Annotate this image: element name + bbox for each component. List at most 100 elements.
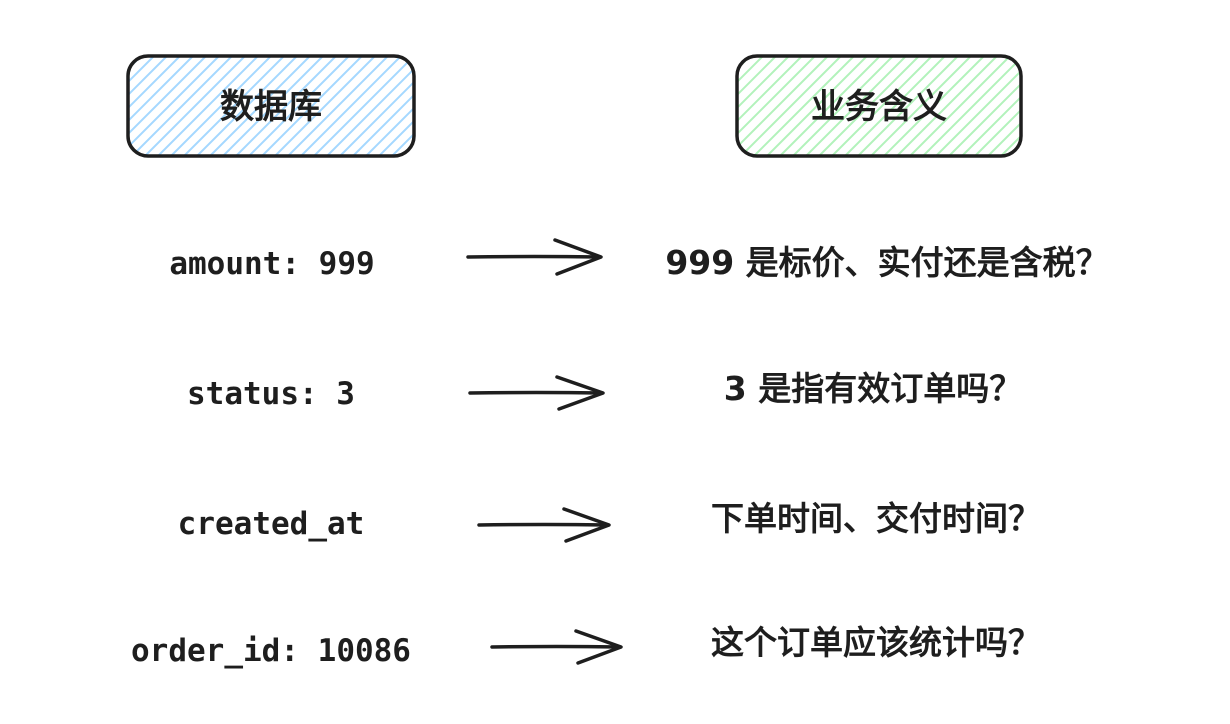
hatch-line: [974, 56, 1021, 156]
hatch-line: [779, 56, 881, 156]
hatch-line: [457, 56, 557, 156]
business-meaning-header-box: 业务含义: [735, 54, 1218, 158]
mapping-row: amount: 999 999 是标价、实付还是含税？: [169, 238, 1109, 282]
hatch-line: [883, 56, 985, 156]
mapping-row: created_at 下单时间、交付时间？: [178, 499, 1041, 543]
field-label-order-id: order_id: 10086: [131, 633, 411, 669]
hatch-line: [737, 56, 764, 156]
hatch-line: [418, 56, 518, 156]
hatch-line: [128, 56, 194, 156]
meaning-label-created-at: 下单时间、交付时间？: [711, 499, 1041, 538]
hatch-line: [1079, 56, 1179, 156]
hatch-line: [1092, 56, 1192, 156]
meaning-label-status: 3 是指有效订单吗？: [724, 369, 1022, 408]
hatch-line: [128, 56, 168, 156]
hatch-line: [431, 56, 531, 156]
hatch-line: [365, 56, 414, 156]
hatch-line: [737, 56, 803, 156]
hatch-line: [737, 56, 829, 156]
hatch-line: [870, 56, 972, 156]
hatch-line: [248, 56, 350, 156]
hatch-line: [144, 56, 246, 156]
hatch-line: [391, 56, 414, 156]
hatch-line: [128, 56, 142, 156]
hatch-line: [1000, 56, 1021, 156]
hatch-line: [222, 56, 324, 156]
hatch-line: [792, 56, 894, 156]
meaning-label-amount: 999 是标价、实付还是含税？: [665, 243, 1108, 282]
hatch-line: [128, 56, 207, 156]
arrow-status: [468, 375, 605, 411]
arrow-created-at: [477, 507, 611, 543]
hatch-line: [737, 56, 790, 156]
hatch-line: [737, 56, 738, 156]
hatch-line: [948, 56, 1021, 156]
hatch-line: [483, 56, 583, 156]
hatch-line: [753, 56, 855, 156]
hatch-line: [1105, 56, 1205, 156]
hatch-line: [235, 56, 337, 156]
hatch-line: [831, 56, 933, 156]
hatch-line: [987, 56, 1021, 156]
hatch-line: [404, 56, 414, 156]
hatch-line: [737, 56, 751, 156]
field-label-amount: amount: 999: [169, 246, 374, 282]
arrow-order-id: [490, 629, 623, 665]
hatch-line: [339, 56, 414, 156]
hatch-line: [378, 56, 414, 156]
hatch-line: [274, 56, 376, 156]
mapping-row: order_id: 10086 这个订单应该统计吗？: [131, 623, 1041, 669]
hatch-line: [128, 56, 181, 156]
database-box-outline: [126, 54, 416, 158]
hatch-line: [470, 56, 570, 156]
hatch-line: [909, 56, 1011, 156]
hatch-line: [740, 56, 842, 156]
hatch-line: [313, 56, 414, 156]
hatch-line: [444, 56, 544, 156]
field-label-status: status: 3: [187, 376, 355, 412]
hatch-line: [737, 56, 777, 156]
hatch-line: [844, 56, 946, 156]
hatch-line: [1027, 56, 1127, 156]
hatch-line: [128, 56, 220, 156]
hatch-line: [326, 56, 414, 156]
database-hatch-fill: [128, 56, 609, 156]
meaning-label-order-id: 这个订单应该统计吗？: [711, 623, 1041, 662]
hatch-line: [1053, 56, 1153, 156]
database-header-box: 数据库: [126, 54, 609, 158]
hatch-line: [131, 56, 233, 156]
database-header-label: 数据库: [220, 87, 322, 127]
hatch-line: [857, 56, 959, 156]
hatch-line: [1118, 56, 1218, 156]
hatch-line: [157, 56, 259, 156]
mapping-row: status: 3 3 是指有效订单吗？: [187, 369, 1022, 412]
hatch-line: [1040, 56, 1140, 156]
hatch-line: [961, 56, 1021, 156]
hatch-line: [896, 56, 998, 156]
arrow-amount: [466, 238, 603, 276]
hatch-line: [261, 56, 363, 156]
hatch-line: [170, 56, 272, 156]
business-meaning-header-label: 业务含义: [811, 87, 947, 127]
hatch-line: [737, 56, 816, 156]
hatch-line: [128, 56, 129, 156]
hatch-line: [287, 56, 389, 156]
field-label-created-at: created_at: [178, 506, 365, 542]
hatch-line: [509, 56, 609, 156]
hatch-line: [128, 56, 155, 156]
hatch-line: [1013, 56, 1021, 156]
hatch-line: [1066, 56, 1166, 156]
hatch-line: [922, 56, 1021, 156]
hatch-line: [496, 56, 596, 156]
hatch-line: [818, 56, 920, 156]
hatch-line: [352, 56, 414, 156]
hatch-line: [209, 56, 311, 156]
hatch-line: [196, 56, 298, 156]
business-hatch-fill: [737, 56, 1218, 156]
business-box-outline: [735, 54, 1023, 158]
hatch-line: [183, 56, 285, 156]
hatch-line: [805, 56, 907, 156]
hatch-line: [766, 56, 868, 156]
hatch-line: [300, 56, 402, 156]
